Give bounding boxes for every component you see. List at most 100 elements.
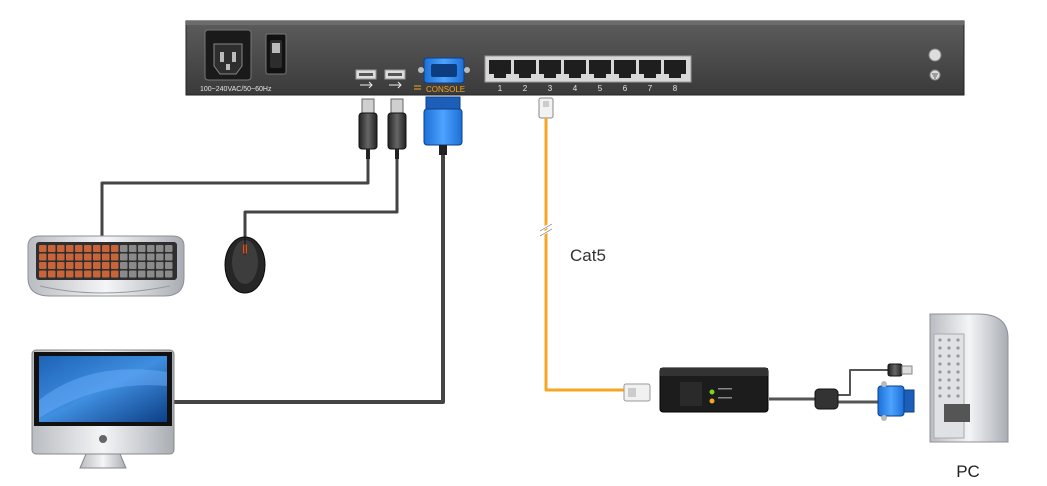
- keyboard-key: [129, 262, 137, 269]
- tower-vent-dot: [938, 386, 942, 390]
- keyboard-key: [138, 270, 146, 278]
- keyboard-key: [66, 270, 74, 278]
- keyboard-key: [66, 262, 74, 269]
- tower-vent-dot: [938, 338, 942, 342]
- rj45-plug-adapter: [623, 383, 651, 402]
- tower-vent-dot: [947, 378, 951, 382]
- rj45-port-2: [514, 60, 536, 78]
- tower-vent-dot: [938, 346, 942, 350]
- keyboard-key: [120, 253, 128, 261]
- tower-vent-dot: [956, 354, 960, 358]
- keyboard-key: [48, 262, 56, 269]
- keyboard-key: [84, 262, 92, 269]
- port-label-4: 4: [573, 84, 578, 93]
- tower-vent-dot: [947, 370, 951, 374]
- keyboard-key: [147, 245, 155, 252]
- vga-plug: [423, 96, 463, 155]
- usb-icon: [360, 81, 402, 89]
- apple-logo-icon: [99, 435, 107, 443]
- cable-label: Cat5: [570, 246, 606, 265]
- power-led: [709, 389, 715, 395]
- adapter-vga-plug: [877, 381, 915, 421]
- keyboard-key: [102, 262, 110, 269]
- rj45-port-1: [489, 60, 511, 78]
- rj45-plug-switch: [538, 97, 554, 119]
- keyboard-key: [111, 270, 119, 278]
- monitor-icon: [31, 349, 175, 469]
- keyboard-key: [93, 245, 101, 252]
- keyboard-key: [48, 253, 56, 261]
- port-label-6: 6: [623, 84, 628, 93]
- mouse-icon: [224, 236, 266, 294]
- tower-vent-dot: [956, 386, 960, 390]
- keyboard-key: [129, 245, 137, 252]
- keyboard-key: [93, 253, 101, 261]
- power-switch[interactable]: [265, 33, 287, 75]
- keyboard-key: [102, 245, 110, 252]
- keyboard-key: [129, 253, 137, 261]
- keyboard-key: [48, 245, 56, 252]
- tower-vent-dot: [947, 338, 951, 342]
- keyboard-key: [147, 270, 155, 278]
- tower-vent-dot: [947, 354, 951, 358]
- tower-vent-dot: [956, 346, 960, 350]
- tower-vent-dot: [947, 394, 951, 398]
- keyboard-key: [48, 270, 56, 278]
- rj45-port-4: [564, 60, 586, 78]
- power-inlet-icon: [204, 29, 252, 81]
- keyboard-key: [147, 253, 155, 261]
- ground-icon: [929, 69, 941, 81]
- keyboard-key: [57, 245, 65, 252]
- keyboard-icon: [27, 235, 185, 297]
- keyboard-key: [165, 245, 173, 252]
- tower-vent-dot: [956, 394, 960, 398]
- port-label-2: 2: [523, 84, 528, 93]
- keyboard-key: [129, 270, 137, 278]
- rj45-port-7: [639, 60, 661, 78]
- keyboard-key: [39, 245, 47, 252]
- keyboard-key: [138, 253, 146, 261]
- keyboard-key: [165, 262, 173, 269]
- tower-vent-dot: [938, 370, 942, 374]
- keyboard-key: [156, 253, 164, 261]
- adapter-usb-plug: [887, 363, 913, 377]
- keyboard-key: [111, 262, 119, 269]
- keyboard-key: [75, 245, 83, 252]
- port-label-8: 8: [673, 84, 678, 93]
- usb-plug-keyboard: [358, 98, 378, 159]
- keyboard-key: [66, 245, 74, 252]
- tower-vent-dot: [938, 394, 942, 398]
- tower-vent-dot: [938, 378, 942, 382]
- port-label-7: 7: [648, 84, 653, 93]
- keyboard-cable: [100, 159, 370, 238]
- cat5-cable: [544, 118, 624, 392]
- kvm-adapter-icon: [623, 367, 839, 413]
- usb-plug-mouse: [387, 98, 407, 159]
- power-rating-label: 100~240VAC/50~60Hz: [200, 86, 272, 93]
- keyboard-key: [102, 253, 110, 261]
- rj45-port-3: [539, 60, 561, 78]
- keyboard-key: [165, 253, 173, 261]
- keyboard-key: [84, 270, 92, 278]
- keyboard-key: [39, 262, 47, 269]
- tower-vent-dot: [947, 346, 951, 350]
- pc-label: PC: [956, 462, 980, 481]
- keyboard-key: [75, 262, 83, 269]
- keyboard-key: [57, 262, 65, 269]
- keyboard-key: [93, 262, 101, 269]
- cat5-break-mark: [540, 222, 552, 237]
- link-led: [709, 398, 715, 404]
- port-label-5: 5: [598, 84, 603, 93]
- tower-vent-dot: [956, 362, 960, 366]
- keyboard-key: [75, 270, 83, 278]
- keyboard-key: [120, 270, 128, 278]
- reset-button[interactable]: [928, 48, 942, 62]
- console-icon: [414, 85, 421, 90]
- port-label-3: 3: [548, 84, 553, 93]
- keyboard-key: [138, 262, 146, 269]
- keyboard-key: [39, 270, 47, 278]
- keyboard-key: [111, 253, 119, 261]
- keyboard-key: [156, 270, 164, 278]
